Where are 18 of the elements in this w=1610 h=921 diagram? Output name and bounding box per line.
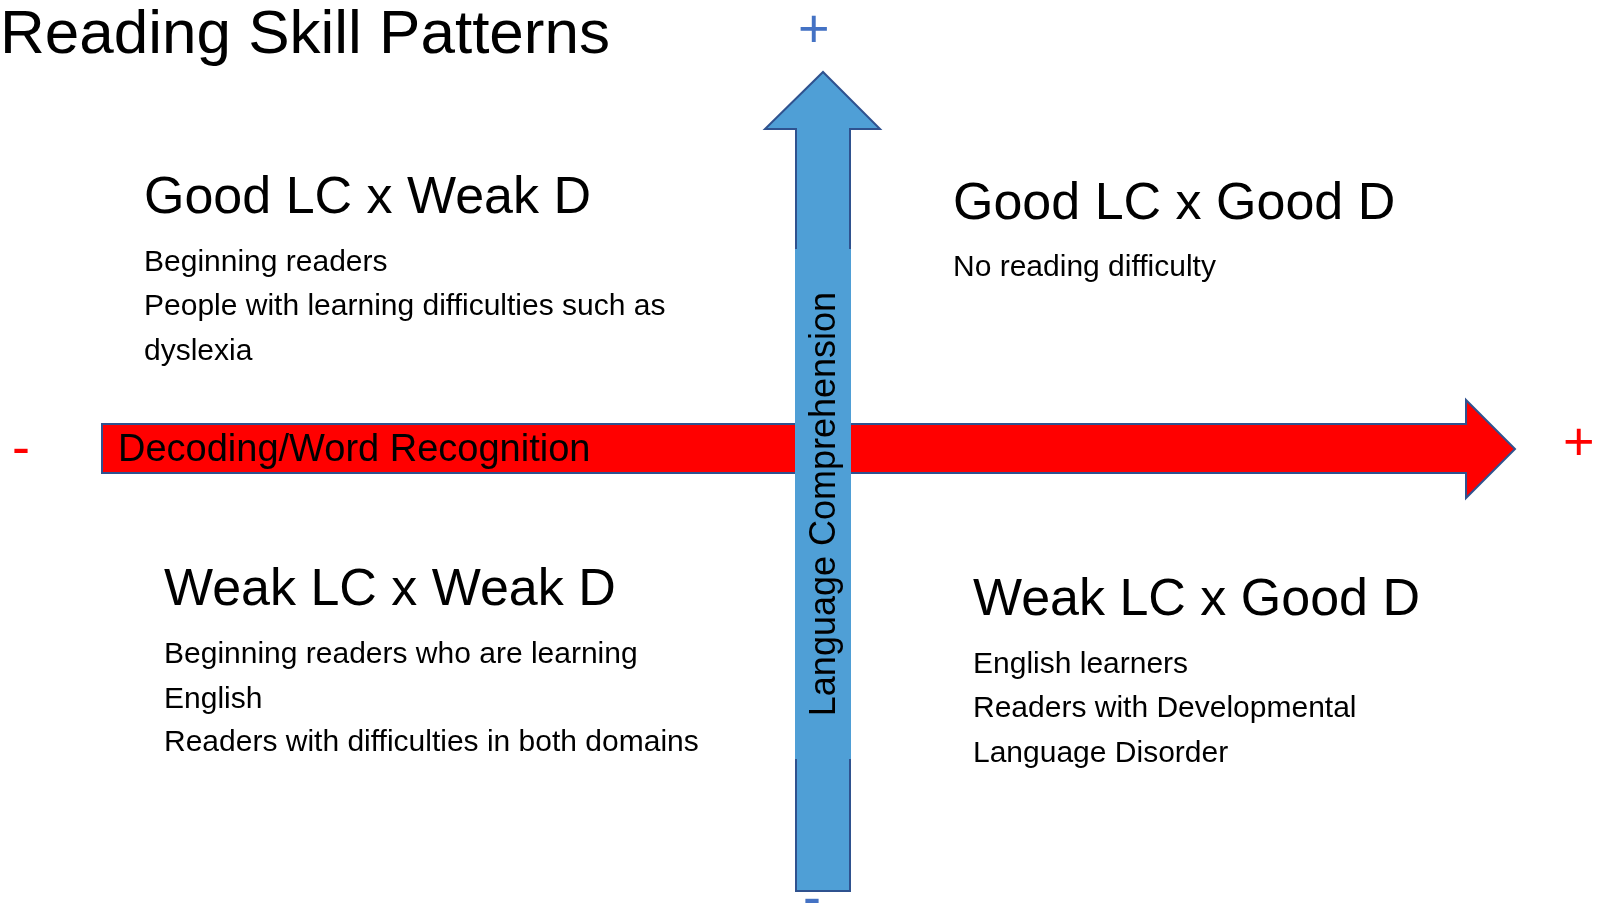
quadrant-text: People with learning difficulties such as dyslexia — [144, 287, 667, 368]
axis-label: Language Comprehension — [795, 249, 851, 759]
quadrant-text: English learners — [973, 645, 1190, 681]
quadrant-heading: Good LC x Good D — [953, 171, 1397, 232]
axis-sign: + — [1563, 411, 1595, 471]
axis-sign: + — [798, 0, 830, 56]
axis-sign: - — [803, 874, 821, 918]
quadrant-text: Readers with difficulties in both domains — [164, 723, 700, 759]
quadrant-text: Readers with Developmental Language Disorder — [973, 689, 1358, 770]
quadrant-heading: Weak LC x Good D — [973, 567, 1421, 628]
quadrant-heading: Good LC x Weak D — [144, 165, 592, 226]
axis-sign: - — [12, 416, 30, 476]
quadrant-text: Beginning readers — [144, 243, 389, 279]
quadrant-text: No reading difficulty — [953, 248, 1217, 284]
axis-label: Decoding/Word Recognition — [118, 425, 591, 471]
quadrant-text: Beginning readers who are learning English — [164, 635, 639, 716]
title: Reading Skill Patterns — [0, 0, 610, 68]
quadrant-heading: Weak LC x Weak D — [164, 557, 617, 618]
